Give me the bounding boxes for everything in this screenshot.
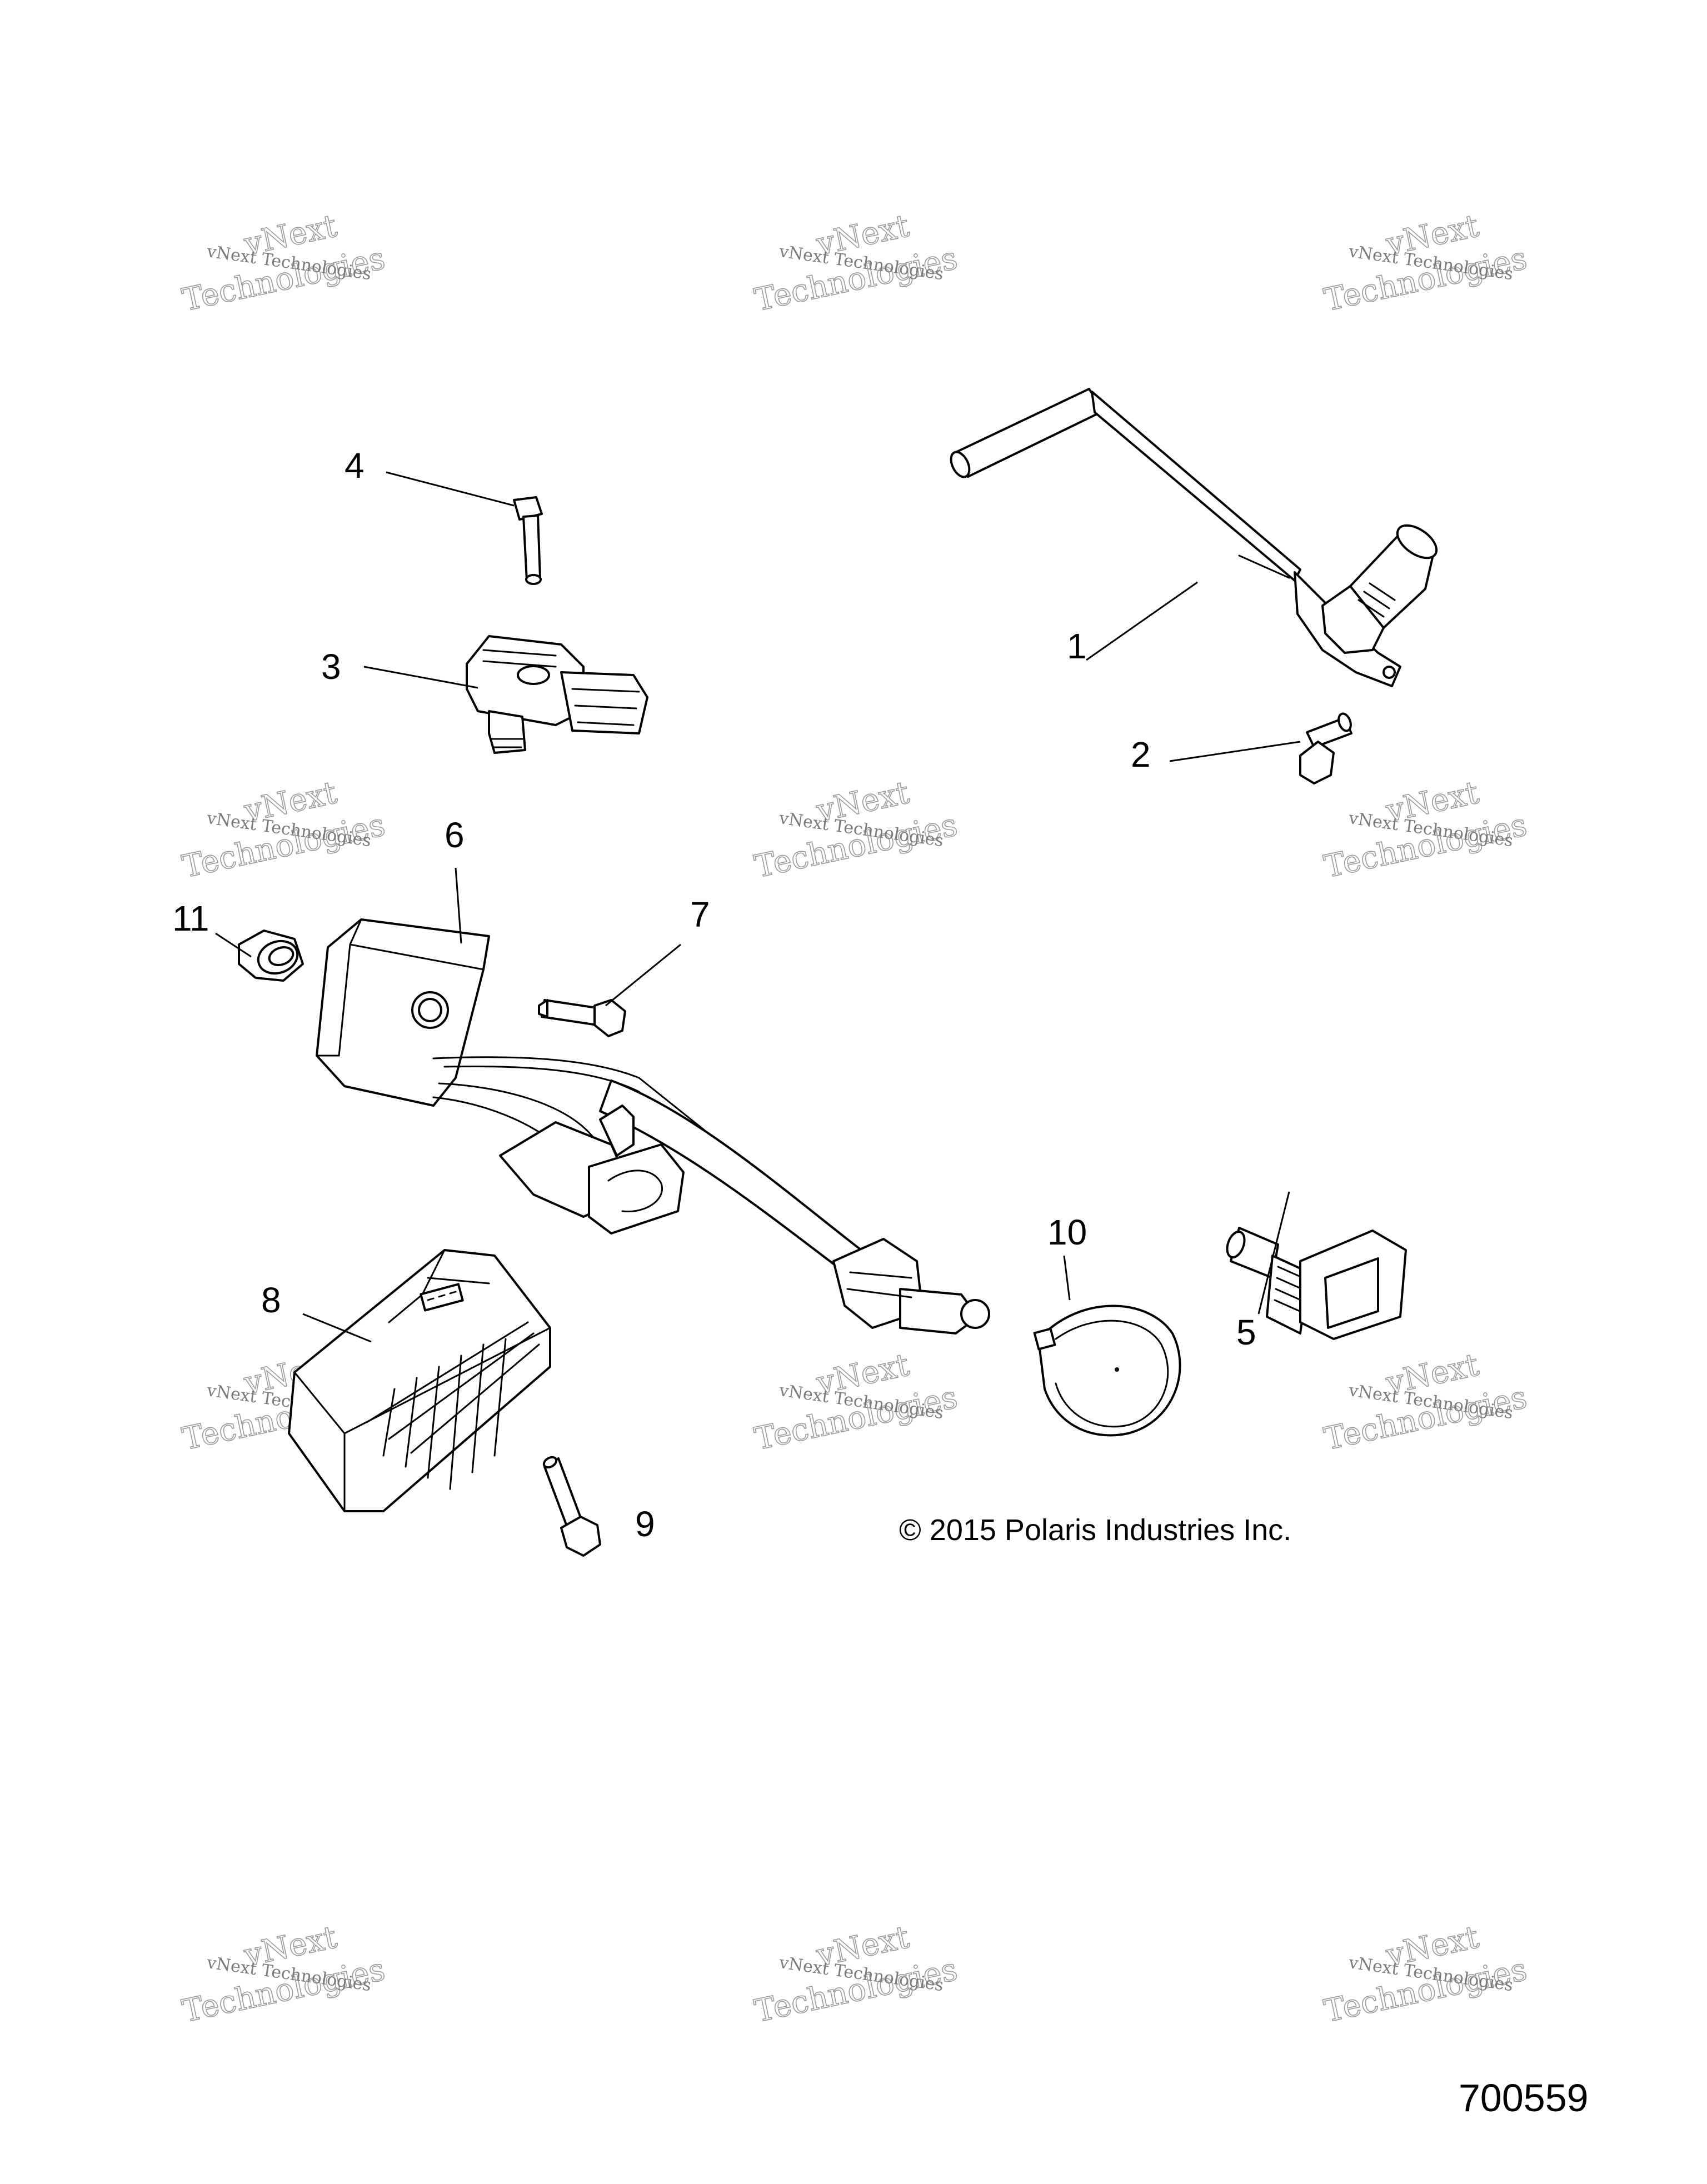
leader-line-5	[1257, 1191, 1290, 1315]
callout-7: 7	[690, 894, 710, 934]
part-5-temp-sensor	[1226, 1227, 1407, 1340]
part-11-nut	[238, 929, 304, 982]
part-8-regulator	[288, 1249, 551, 1512]
part-7-bolt	[538, 999, 626, 1037]
part-1-speed-sensor	[950, 388, 1438, 687]
copyright-text: © 2015 Polaris Industries Inc.	[899, 1513, 1291, 1547]
callout-2: 2	[1131, 734, 1151, 774]
part-2-bolt	[1299, 712, 1352, 784]
part-4-bolt	[513, 496, 543, 585]
leader-line-7	[605, 943, 681, 1007]
part-9-bolt	[542, 1456, 601, 1557]
callout-9: 9	[635, 1504, 655, 1544]
leader-line-6	[455, 867, 462, 944]
callout-6: 6	[445, 815, 465, 855]
callout-1: 1	[1067, 626, 1087, 666]
part-3-map-sensor	[466, 635, 648, 754]
leader-line-8	[302, 1313, 372, 1343]
leader-line-2	[1169, 741, 1301, 762]
part-6-module-harness	[316, 918, 990, 1335]
callout-5: 5	[1236, 1312, 1256, 1352]
document-number: 700559	[1459, 2076, 1589, 2120]
part-10-cable-tie	[1033, 1305, 1181, 1437]
leader-line-1	[1086, 581, 1198, 661]
callout-10: 10	[1047, 1212, 1087, 1252]
callout-11: 11	[172, 898, 209, 938]
leader-line-4	[386, 471, 515, 507]
leader-line-10	[1063, 1255, 1071, 1301]
callout-8: 8	[261, 1280, 281, 1320]
callout-4: 4	[345, 446, 365, 486]
leader-line-3	[363, 666, 478, 689]
leader-line-11	[215, 932, 252, 958]
callout-3: 3	[321, 647, 341, 687]
